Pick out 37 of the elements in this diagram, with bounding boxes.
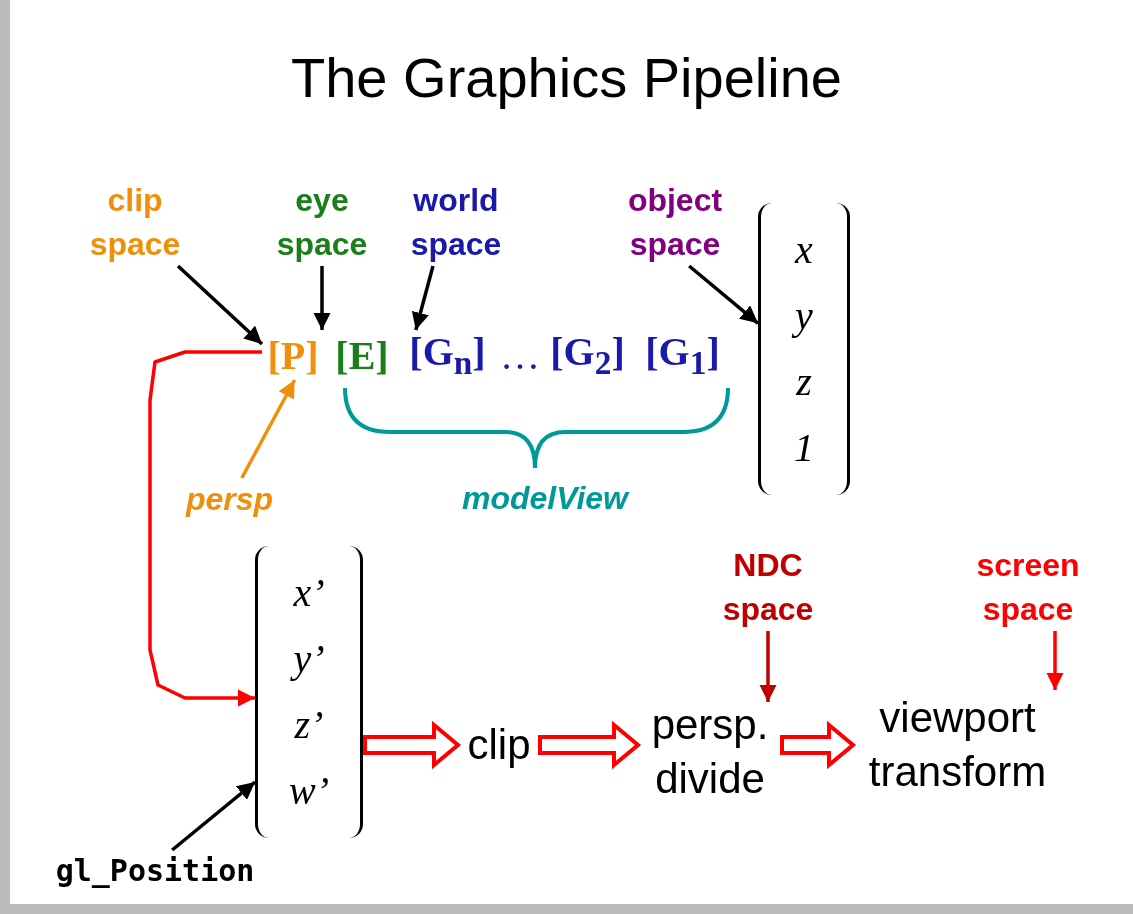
space-label: world space [400,178,512,266]
arrow [176,264,264,346]
vector-entry: x [795,226,813,274]
matrix-symbol: [G$_{n}$] [405,330,490,380]
matrix-symbol: [G$_{1}$] [640,330,725,380]
title: The Graphics Pipeline [290,45,843,110]
space-label: persp [172,478,287,520]
matrix-symbol: [E] [332,330,392,380]
block-arrow [363,720,462,770]
arrow [688,264,760,325]
arrow [240,379,297,479]
arrow [171,780,257,852]
stage-label: persp. divide [640,702,780,802]
block-arrow [780,720,857,770]
vector-entry: x’ [293,569,325,617]
stage-label: viewport transform [855,690,1060,800]
space-label: NDC space [703,543,833,631]
arrow [411,265,435,331]
arrow [148,350,262,707]
space-label: screen space [963,543,1093,631]
vector-entry: w’ [289,767,329,815]
arrow [313,266,331,330]
brace-label: modelView [461,478,631,518]
vector-entry: z’ [294,701,324,749]
vector-entry: 1 [794,424,814,472]
ellipsis: … [499,331,541,380]
matrix-symbol: [P] [262,330,324,380]
space-label: clip space [85,178,185,266]
vector-entry: z [796,358,812,406]
block-arrow [538,720,642,770]
arrow [759,631,777,702]
stage-label: clip [460,718,538,772]
space-label: eye space [268,178,376,266]
space-label: object space [612,178,738,266]
arrow [1046,631,1064,690]
code-label: gl_Position [40,850,270,890]
matrix-symbol: [G$_{2}$] [545,330,630,380]
